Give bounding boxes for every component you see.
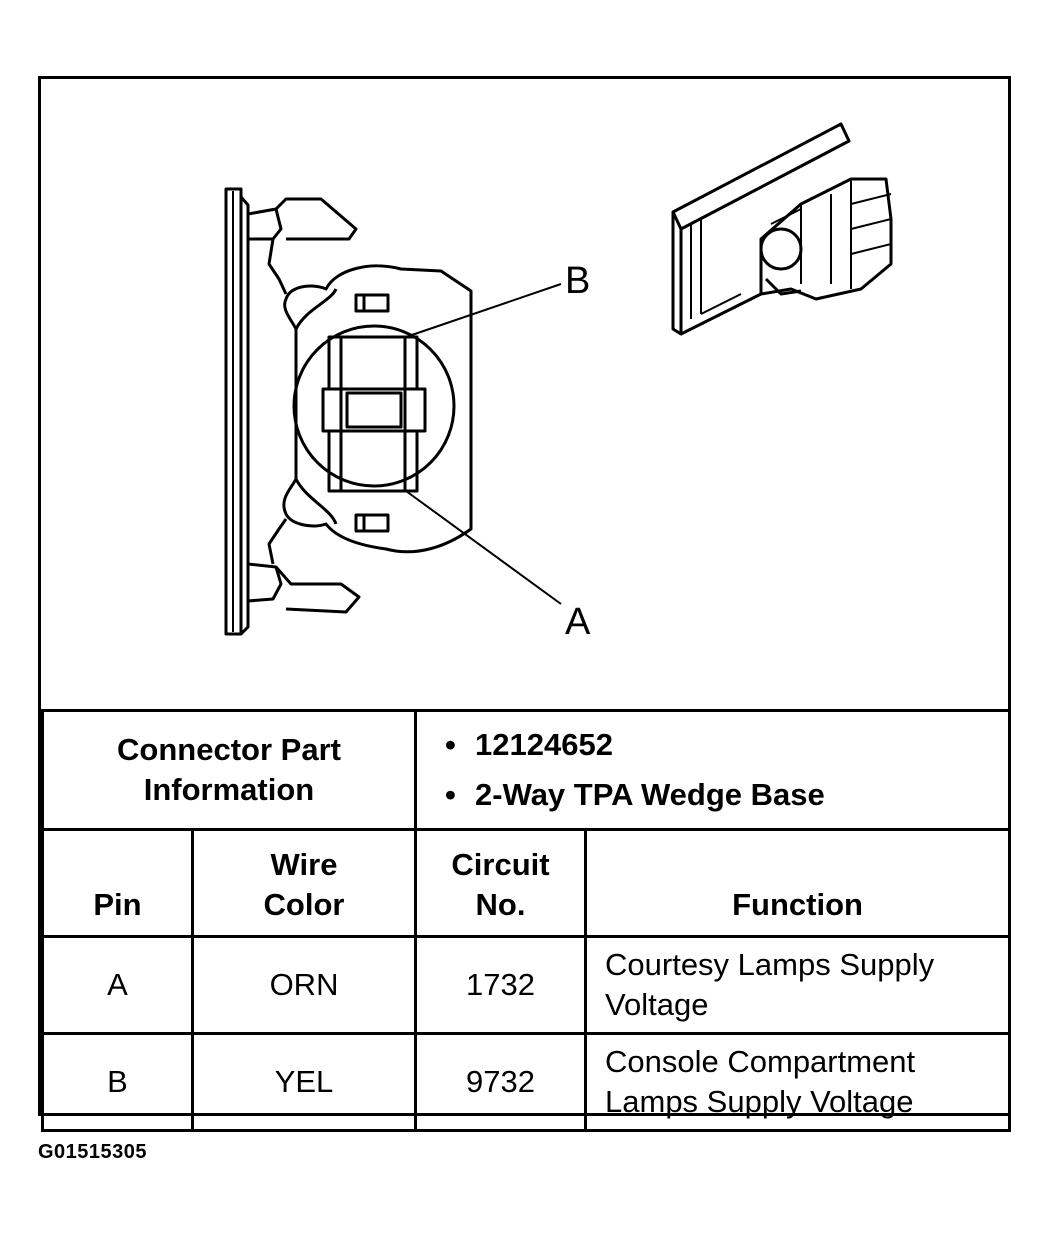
table-row: B YEL 9732 Console Compartment Lamps Sup… (41, 1032, 1012, 1132)
terminal-a (327, 429, 419, 493)
leader-line-b (405, 283, 562, 338)
header-circuit-no: Circuit No. (414, 828, 588, 938)
terminal-center-contact (321, 387, 427, 433)
connector-part-description: 2-Way TPA Wedge Base (445, 770, 1008, 820)
connector-part-row: Connector Part Information 12124652 2-Wa… (40, 709, 1012, 831)
wire-color-cell: YEL (190, 1032, 418, 1132)
bottom-slot (354, 513, 390, 533)
figure-id: G01515305 (38, 1141, 148, 1163)
connector-info-table: Connector Part Information 12124652 2-Wa… (40, 709, 1012, 1132)
header-wire-color: Wire Color (190, 828, 418, 938)
pin-cell: A (41, 935, 194, 1035)
label-a: A (565, 601, 591, 643)
top-latch (247, 197, 358, 295)
terminal-b (327, 335, 419, 391)
top-slot (354, 293, 390, 313)
header-pin: Pin (41, 828, 194, 938)
wire-color-cell: ORN (190, 935, 418, 1035)
pin-cell: B (41, 1032, 194, 1132)
label-b: B (565, 260, 590, 302)
connector-isometric-view (671, 122, 893, 336)
circuit-cell: 9732 (414, 1032, 588, 1132)
connector-part-label: Connector Part Information (40, 709, 418, 831)
connector-part-list: 12124652 2-Way TPA Wedge Base (417, 712, 1008, 828)
connector-part-number: 12124652 (445, 720, 1008, 770)
function-cell: Courtesy Lamps Supply Voltage (584, 935, 1012, 1035)
connector-base-rail (224, 187, 250, 636)
function-cell: Console Compartment Lamps Supply Voltage (584, 1032, 1012, 1132)
circuit-cell: 1732 (414, 935, 588, 1035)
header-function: Function (584, 828, 1012, 938)
leader-line-a (405, 490, 562, 605)
terminal-cavity-circle (292, 324, 456, 488)
column-header-row: Pin Wire Color Circuit No. Function (41, 828, 1012, 938)
connector-housing (282, 264, 473, 554)
diagram-frame: B A Connector Part Information (38, 76, 1012, 1132)
connector-drawing: B A (224, 122, 893, 643)
table-row: A ORN 1732 Courtesy Lamps Supply Voltage (41, 935, 1012, 1035)
bottom-latch (247, 518, 361, 614)
connector-part-values: 12124652 2-Way TPA Wedge Base (414, 709, 1012, 831)
